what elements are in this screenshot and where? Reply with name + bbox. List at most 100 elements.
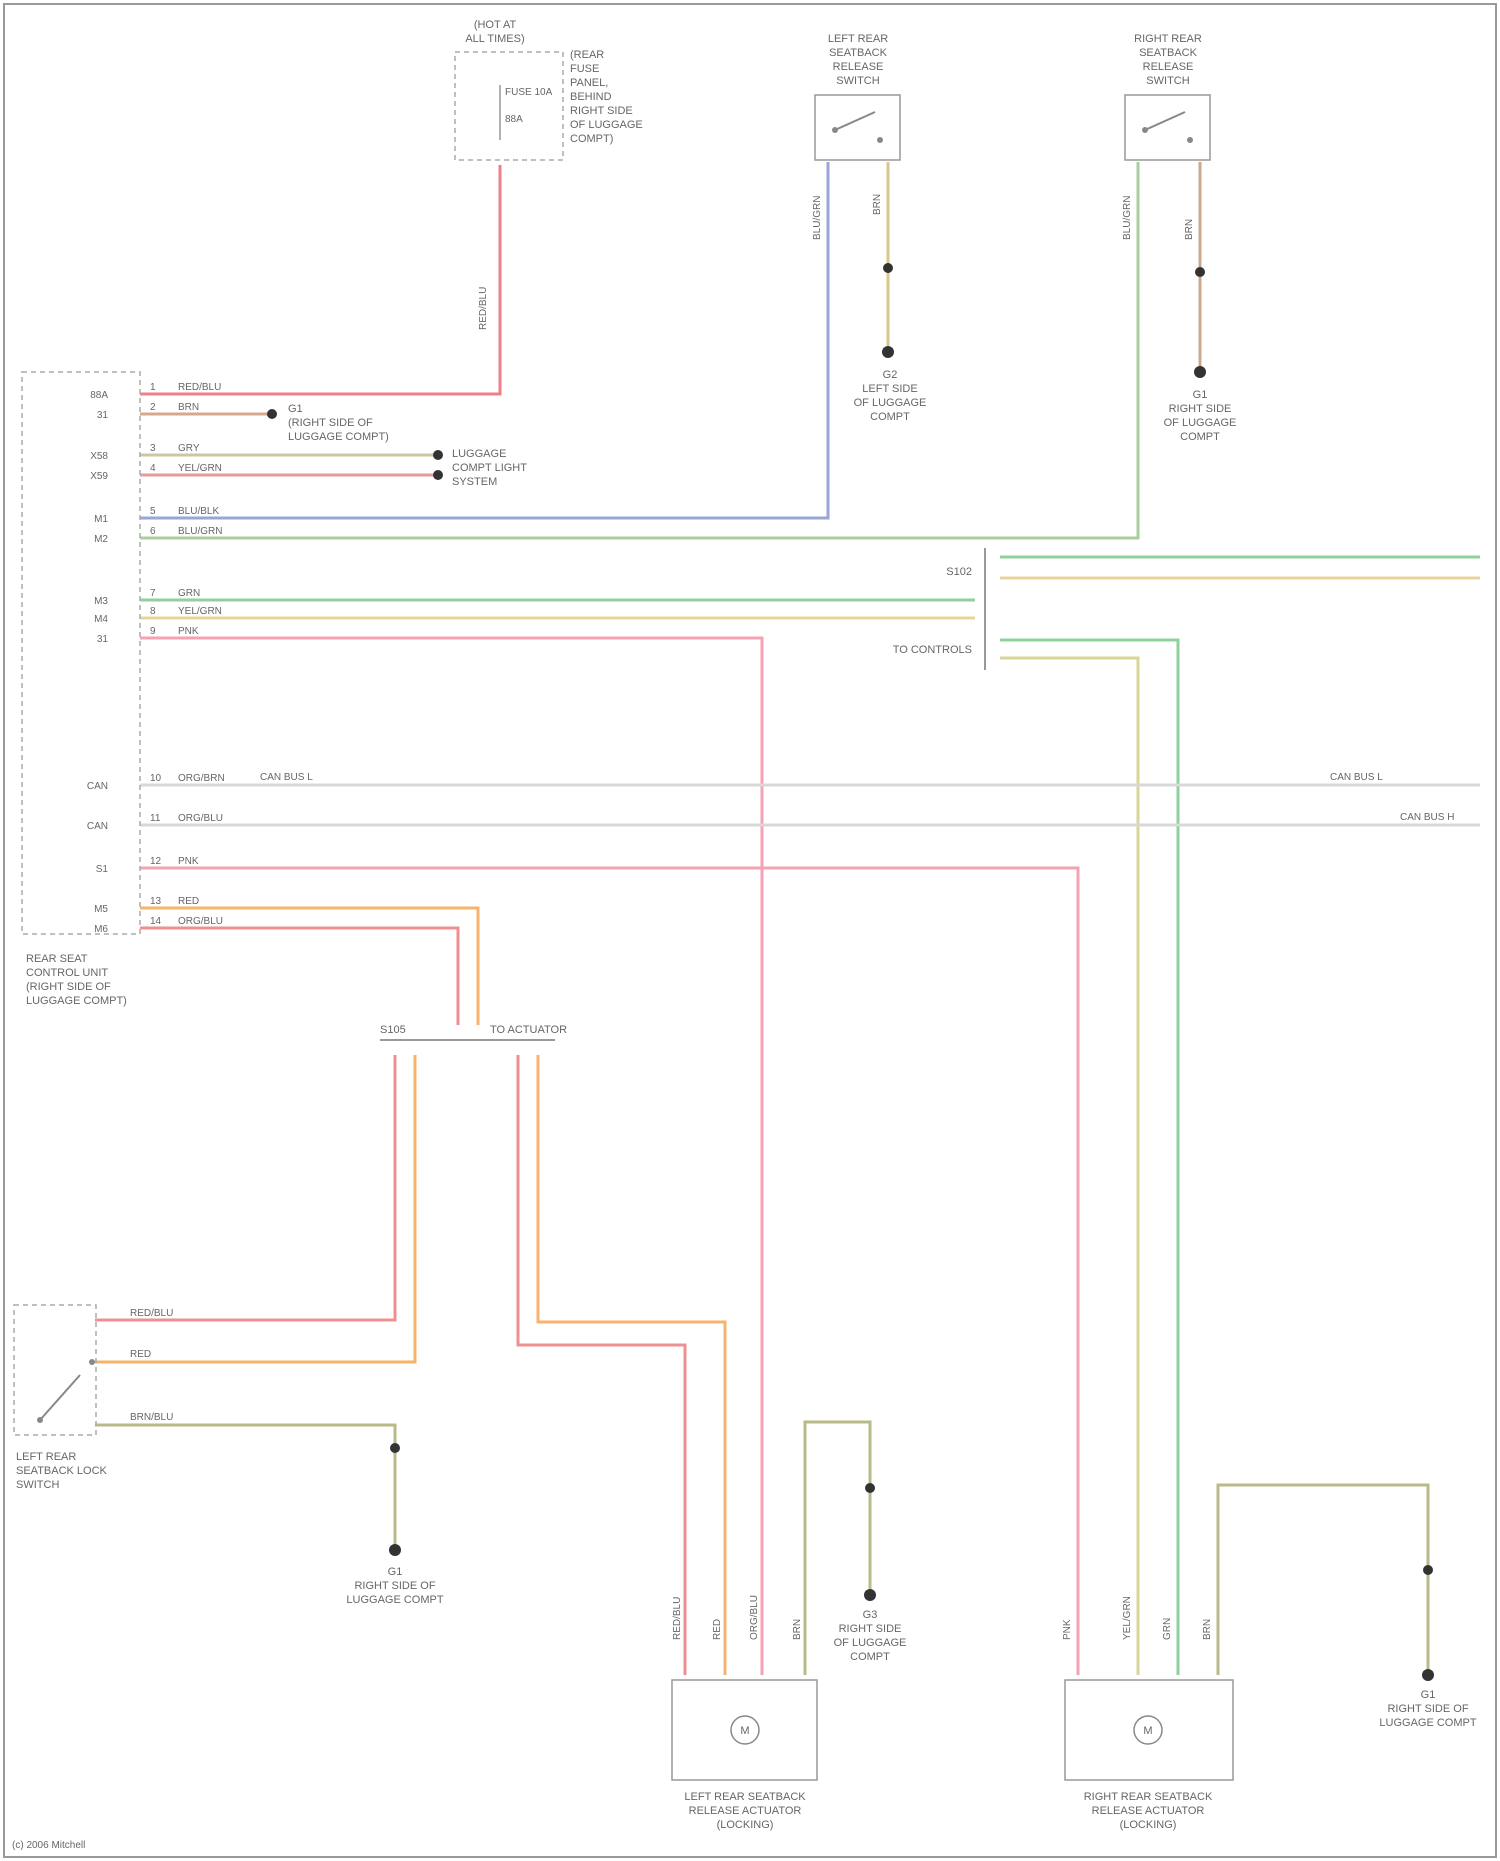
svg-text:PNK: PNK [1062,1619,1073,1640]
module-pin-wire-color: ORG/BRN [178,773,225,784]
fuse-label: FUSE 10A [505,87,553,98]
module-pin-number: 9 [150,626,156,637]
right-switch-splice-dot [1195,267,1205,277]
left-lock-switch: LEFT REAR SEATBACK LOCK SWITCH RED/BLU R… [14,1305,444,1606]
ground-g2-dot [1194,366,1206,378]
svg-text:LEFT REAR SEATBACK: LEFT REAR SEATBACK [684,1791,806,1803]
svg-text:G1: G1 [388,1566,403,1578]
svg-text:BRN/BLU: BRN/BLU [130,1412,173,1423]
module-pin: CAN10ORG/BRN [87,773,225,792]
ground-g1-dot [882,346,894,358]
module-pin-number: 10 [150,773,162,784]
can-bus-labels: CAN BUS L CAN BUS L CAN BUS H [260,772,1454,823]
svg-text:COMPT LIGHT: COMPT LIGHT [452,462,527,474]
fuse-wire-label: RED/BLU [478,287,489,330]
module-pin-wire-color: YEL/GRN [178,463,222,474]
svg-text:RELEASE ACTUATOR: RELEASE ACTUATOR [1092,1805,1205,1817]
module-pin-code: M4 [94,614,108,625]
svg-text:SWITCH: SWITCH [16,1479,59,1491]
ground-g2-label: G1 RIGHT SIDE OF LUGGAGE COMPT [1164,389,1237,443]
svg-text:COMPT: COMPT [1180,431,1220,443]
module-pin-code: 88A [90,390,108,401]
svg-text:BRN: BRN [1184,219,1195,240]
svg-text:BEHIND: BEHIND [570,91,612,103]
module-pin-code: S1 [96,864,109,875]
module-pin: 31 9 PNK [97,626,199,645]
fuse-pin: 88A [505,114,523,125]
svg-text:GRN: GRN [1162,1618,1173,1640]
svg-text:SEATBACK LOCK: SEATBACK LOCK [16,1465,108,1477]
module-pin-wire-color: RED [178,896,199,907]
left-switch-body [815,95,900,160]
wires [95,162,1480,1675]
ground-reference: G1 (RIGHT SIDE OF LUGGAGE COMPT) [267,403,389,443]
svg-text:M: M [1143,1725,1152,1737]
svg-text:CAN BUS H: CAN BUS H [1400,812,1454,823]
svg-text:(LOCKING): (LOCKING) [1120,1819,1177,1831]
wire-lock-c [95,1425,395,1550]
svg-text:OF LUGGAGE: OF LUGGAGE [834,1637,907,1649]
module-pin-code: M1 [94,514,108,525]
module-pin-wire-color: PNK [178,626,199,637]
module-pin-wire-color: ORG/BLU [178,813,223,824]
wire-yel-right [1000,658,1138,1675]
module-pin-code: 31 [97,634,109,645]
svg-text:TO ACTUATOR: TO ACTUATOR [490,1024,567,1036]
module-pin-wire-color: BLU/GRN [178,526,222,537]
svg-text:RIGHT SIDE: RIGHT SIDE [839,1623,902,1635]
module-pin-number: 2 [150,402,156,413]
fuse-box: (HOT AT ALL TIMES) FUSE 10A 88A (REAR FU… [455,19,643,330]
module-pin-code: M2 [94,534,108,545]
wire-fuse-feed [140,165,500,394]
svg-text:G1: G1 [1193,389,1208,401]
module-pin-code: X58 [90,451,108,462]
svg-text:CAN BUS L: CAN BUS L [260,772,313,783]
module-pin-wire-color: GRN [178,588,200,599]
svg-text:OF LUGGAGE: OF LUGGAGE [854,397,927,409]
module-pin: X583GRY [90,443,200,462]
ground-g5-dot [1422,1669,1434,1681]
module-pin-number: 8 [150,606,156,617]
svg-text:LUGGAGE: LUGGAGE [452,448,506,460]
svg-text:CONTROL UNIT: CONTROL UNIT [26,967,108,979]
svg-text:RELEASE ACTUATOR: RELEASE ACTUATOR [689,1805,802,1817]
ground-g4-label: G3 RIGHT SIDE OF LUGGAGE COMPT [834,1609,907,1663]
module-pin-number: 13 [150,896,162,907]
ground-g3-label: G1 RIGHT SIDE OF LUGGAGE COMPT [346,1566,443,1606]
connector-label-bottom: TO CONTROLS [893,644,972,656]
left-switch-splice-dot [883,263,893,273]
fuse-box-label-2: ALL TIMES) [465,33,524,45]
svg-text:RIGHT REAR SEATBACK: RIGHT REAR SEATBACK [1084,1791,1213,1803]
svg-text:LUGGAGE COMPT: LUGGAGE COMPT [346,1594,443,1606]
module-pin-number: 5 [150,506,156,517]
module-pin-code: X59 [90,471,108,482]
module-pin-number: 11 [150,813,161,824]
svg-text:RED/BLU: RED/BLU [672,1597,683,1640]
module-pin-number: 6 [150,526,156,537]
ground-g1-label: G2 LEFT SIDE OF LUGGAGE COMPT [854,369,927,423]
module-pin: M2 6 BLU/GRN [94,526,222,545]
copyright-footer: (c) 2006 Mitchell [12,1840,85,1851]
module-pin-wire-color: ORG/BLU [178,916,223,927]
svg-text:LEFT REAR: LEFT REAR [16,1451,76,1463]
ground-g3-dot [389,1544,401,1556]
svg-text:(LOCKING): (LOCKING) [717,1819,774,1831]
inline-connector: S102 TO CONTROLS [893,548,985,670]
svg-text:RIGHT SIDE: RIGHT SIDE [1169,403,1232,415]
module-pin-wire-color: BRN [178,402,199,413]
svg-text:LEFT SIDE: LEFT SIDE [862,383,917,395]
lighting-reference: LUGGAGE COMPT LIGHT SYSTEM [433,448,527,488]
module-pin-wire-color: GRY [178,443,200,454]
wire-act-l-a [518,1055,685,1675]
svg-text:RED: RED [130,1349,151,1360]
wire-pnk-left [140,638,762,1675]
svg-text:(REAR: (REAR [570,49,604,61]
svg-text:BLU/GRN: BLU/GRN [1122,196,1133,240]
right-switch-body [1125,95,1210,160]
